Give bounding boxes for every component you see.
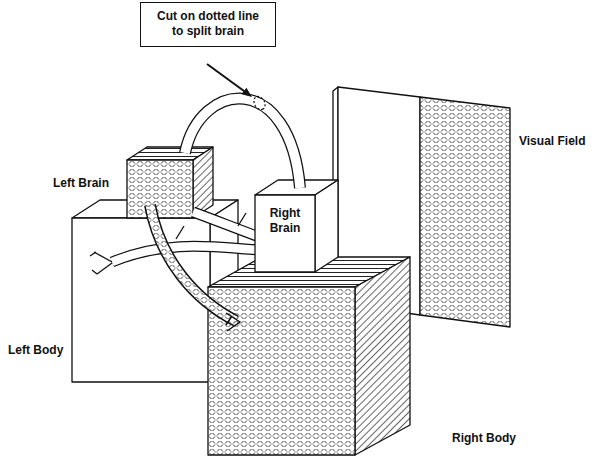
visual-field-panel (420, 97, 510, 327)
corpus-callosum (185, 99, 300, 188)
body-label: Left Body (8, 343, 63, 358)
right-brain-block (315, 180, 338, 272)
corpus-callosum (185, 99, 300, 188)
nerve-tract-white (112, 246, 262, 262)
field-label: Visual Field (519, 134, 585, 149)
nerve-tract-white (112, 246, 262, 262)
right-brain-block (255, 180, 338, 272)
left-brain-block (127, 147, 213, 218)
right-body-block (355, 257, 410, 455)
nerve-tract-patterned (150, 205, 236, 321)
callout-text: Cut on dotted line to split brain (157, 9, 259, 39)
nerve-tract-white (193, 212, 262, 238)
callout-arrow (207, 64, 245, 92)
body-label: Right Body (452, 431, 516, 446)
cut-line (252, 94, 268, 111)
callout-arrow (207, 64, 252, 97)
brain-label: Left Brain (53, 176, 109, 191)
nerve-tract-white (193, 212, 262, 238)
nerve-tract-patterned (150, 205, 236, 321)
corpus-callosum (185, 99, 300, 188)
callout-arrow (242, 88, 252, 97)
left-brain-block (127, 160, 193, 218)
right-brain-block (255, 195, 315, 272)
nerve-tract-patterned (150, 205, 240, 331)
cut-line (252, 94, 268, 111)
right-body-block (208, 257, 410, 455)
brain-label: Right Brain (256, 206, 314, 236)
callout-box: Cut on dotted line to split brain (140, 2, 276, 47)
nerve-tract-patterned (226, 313, 240, 331)
